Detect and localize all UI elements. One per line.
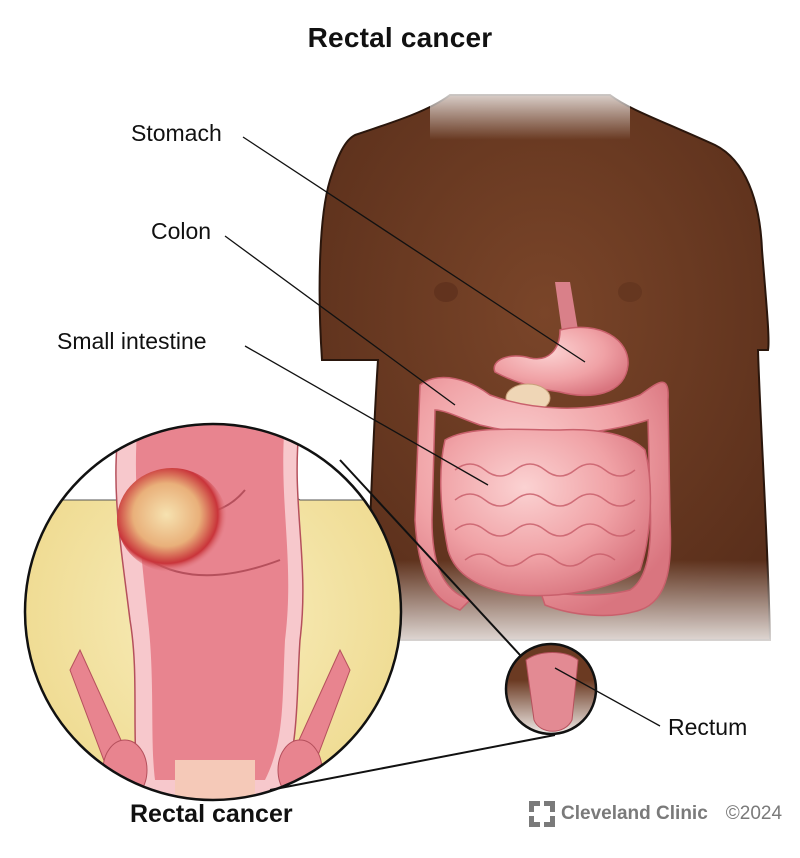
rectum-highlight-circle xyxy=(504,642,598,736)
small-intestine xyxy=(440,428,652,597)
brand-name: Cleveland Clinic xyxy=(561,803,708,824)
stomach xyxy=(493,282,629,413)
label-rectum: Rectum xyxy=(668,714,748,740)
copyright: ©2024 xyxy=(725,803,783,824)
inset-circle-border xyxy=(23,422,403,802)
label-small-intestine: Small intestine xyxy=(57,328,207,354)
rectum xyxy=(506,644,596,734)
inset-caption: Rectal cancer xyxy=(130,800,293,828)
cleveland-clinic-logo-icon xyxy=(529,801,555,827)
label-stomach: Stomach xyxy=(131,120,222,146)
footer-brand: Cleveland Clinic ©2024 xyxy=(529,801,782,827)
inset-connector-lines xyxy=(269,459,556,791)
label-colon: Colon xyxy=(151,218,212,244)
leader-lines xyxy=(224,136,661,727)
rectal-cancer-inset xyxy=(25,424,401,800)
page-title: Rectal cancer xyxy=(307,22,493,53)
tumor xyxy=(117,468,227,572)
colon xyxy=(414,376,672,617)
